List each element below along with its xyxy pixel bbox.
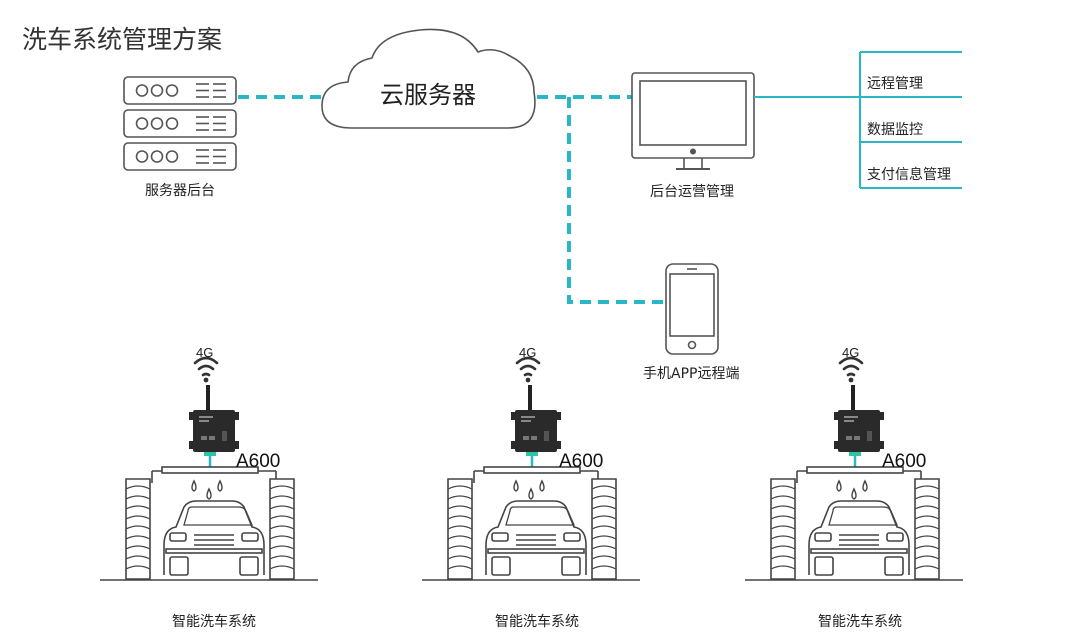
- server-unit-1: [123, 76, 237, 105]
- cloud-label: 云服务器: [380, 81, 476, 109]
- monitor-label: 后台运营管理: [650, 184, 734, 200]
- management-panel: [754, 51, 962, 189]
- station-1-label: 智能洗车系统: [172, 614, 256, 630]
- server-unit-3: [123, 142, 237, 171]
- station-2-label: 智能洗车系统: [495, 614, 579, 630]
- station-3-model: A600: [882, 451, 927, 472]
- page-title: 洗车系统管理方案: [22, 25, 223, 54]
- network-links: [238, 95, 665, 304]
- station-2-graphic: [420, 356, 642, 582]
- panel-item-data-monitoring: 数据监控: [867, 122, 923, 138]
- station-3-network: 4G: [842, 345, 860, 360]
- phone-icon: [665, 263, 719, 355]
- station-3-label: 智能洗车系统: [818, 614, 902, 630]
- station-3-graphic: [743, 356, 965, 582]
- server-label: 服务器后台: [145, 183, 215, 199]
- cloud-icon: [321, 28, 536, 129]
- station-1-network: 4G: [196, 345, 214, 360]
- panel-item-payment-management: 支付信息管理: [867, 167, 951, 183]
- monitor-icon: [631, 72, 755, 170]
- station-1-graphic: [98, 356, 320, 582]
- server-rack-icon: [123, 76, 237, 171]
- panel-item-remote-management: 远程管理: [867, 76, 923, 92]
- link-cloud-phone: [567, 97, 665, 304]
- phone-label: 手机APP远程端: [643, 366, 740, 382]
- station-2-network: 4G: [519, 345, 537, 360]
- server-unit-2: [123, 109, 237, 138]
- station-2-model: A600: [559, 451, 604, 472]
- station-1-model: A600: [236, 451, 281, 472]
